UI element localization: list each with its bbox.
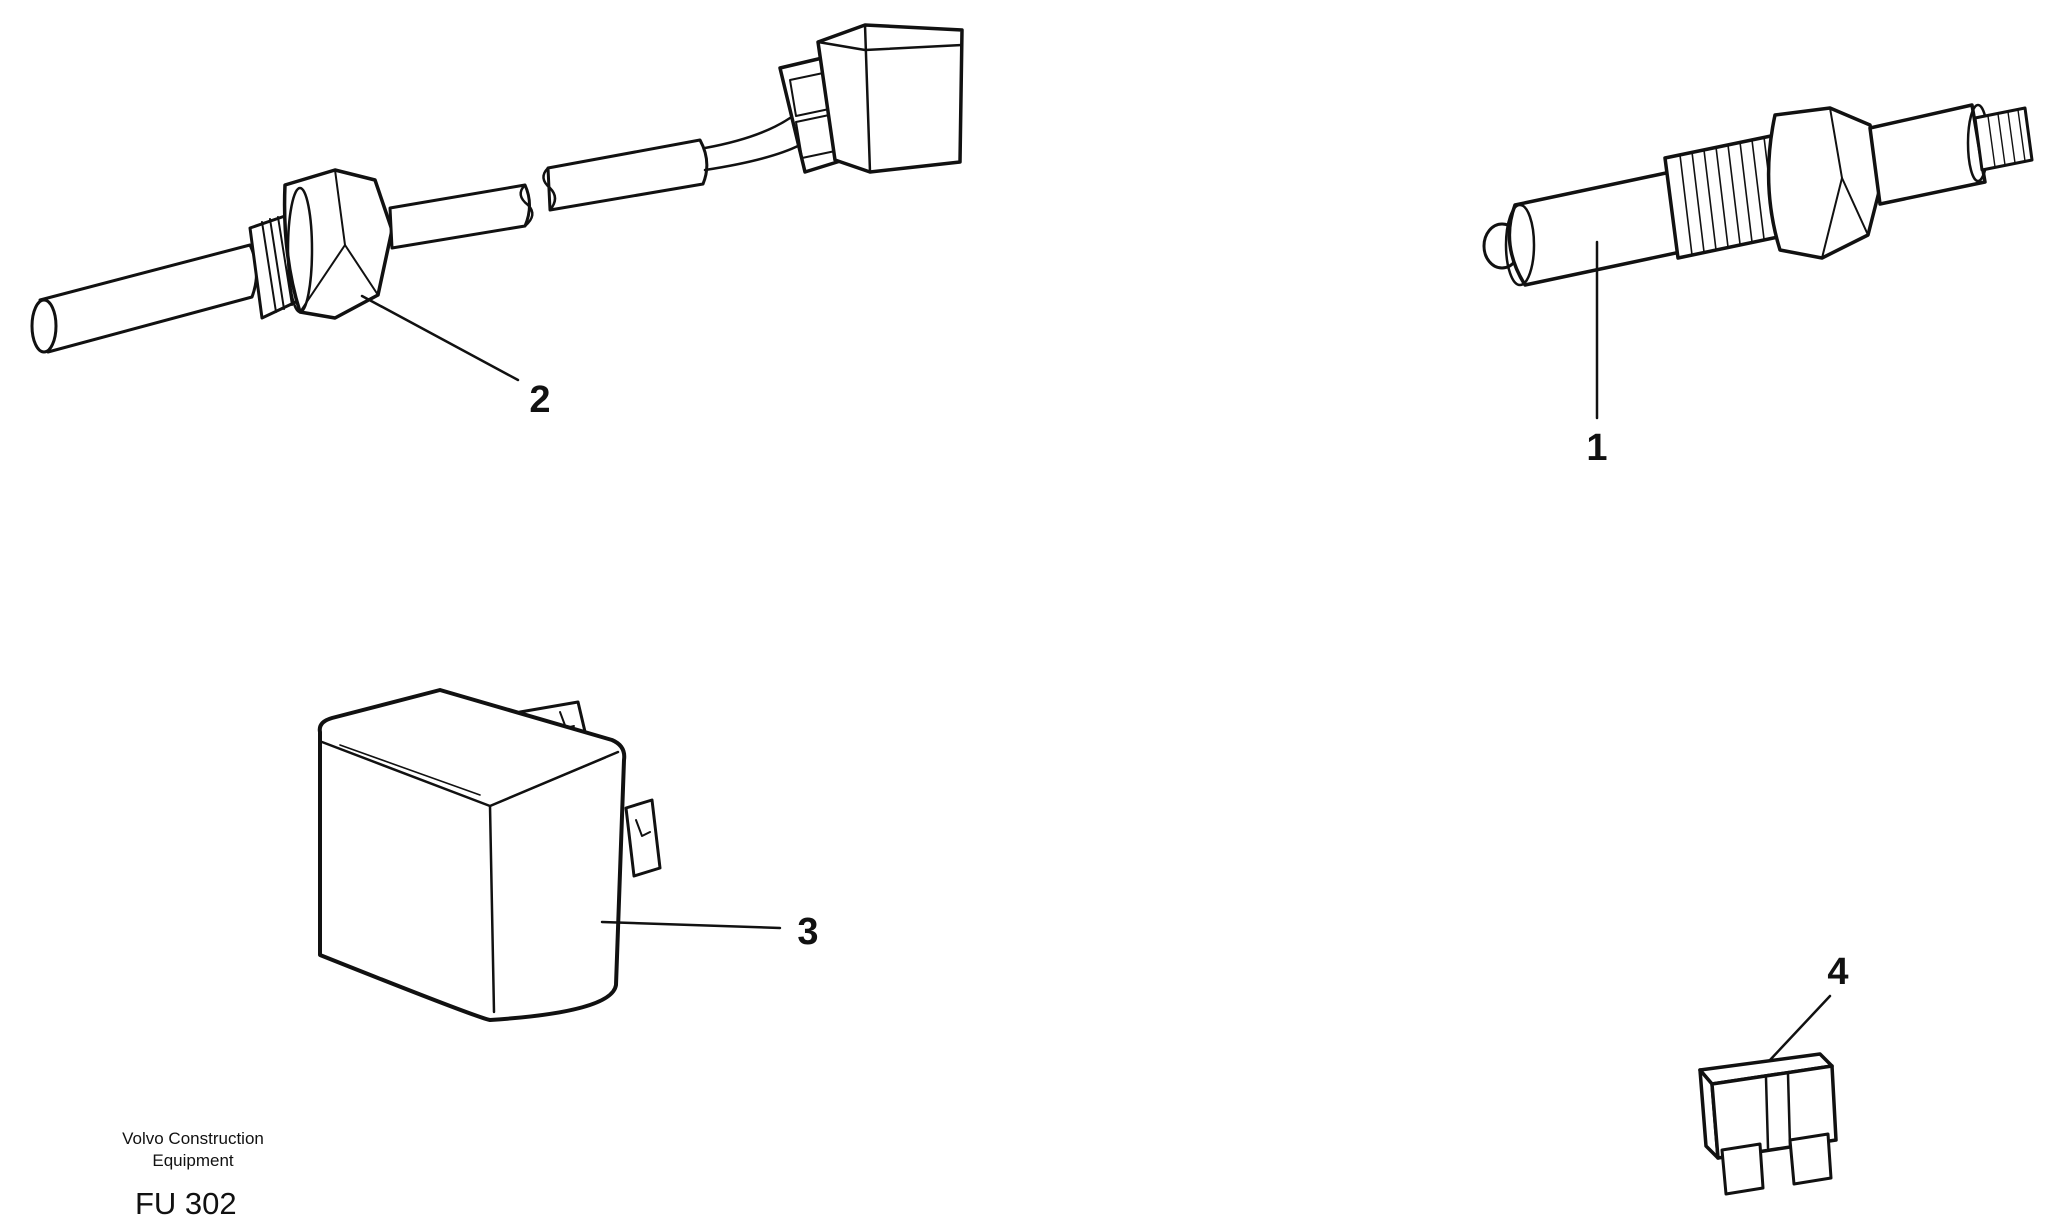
company-name-line1: Volvo Construction [122,1129,264,1148]
relay-illustration [317,688,662,1022]
callout-2: 2 [529,379,550,421]
pressure-switch-illustration [1482,103,2034,287]
temperature-sensor-illustration [30,23,964,354]
leader-line-4 [1768,994,1832,1062]
blade-fuse-illustration [1698,1052,1838,1196]
company-name-line2: Equipment [152,1151,234,1170]
figure-code: FU 302 [135,1186,237,1221]
leader-line-3 [600,920,782,930]
callout-4: 4 [1827,951,1848,993]
callout-3: 3 [797,911,818,953]
callout-1: 1 [1586,427,1607,469]
leader-line-2 [360,294,520,382]
